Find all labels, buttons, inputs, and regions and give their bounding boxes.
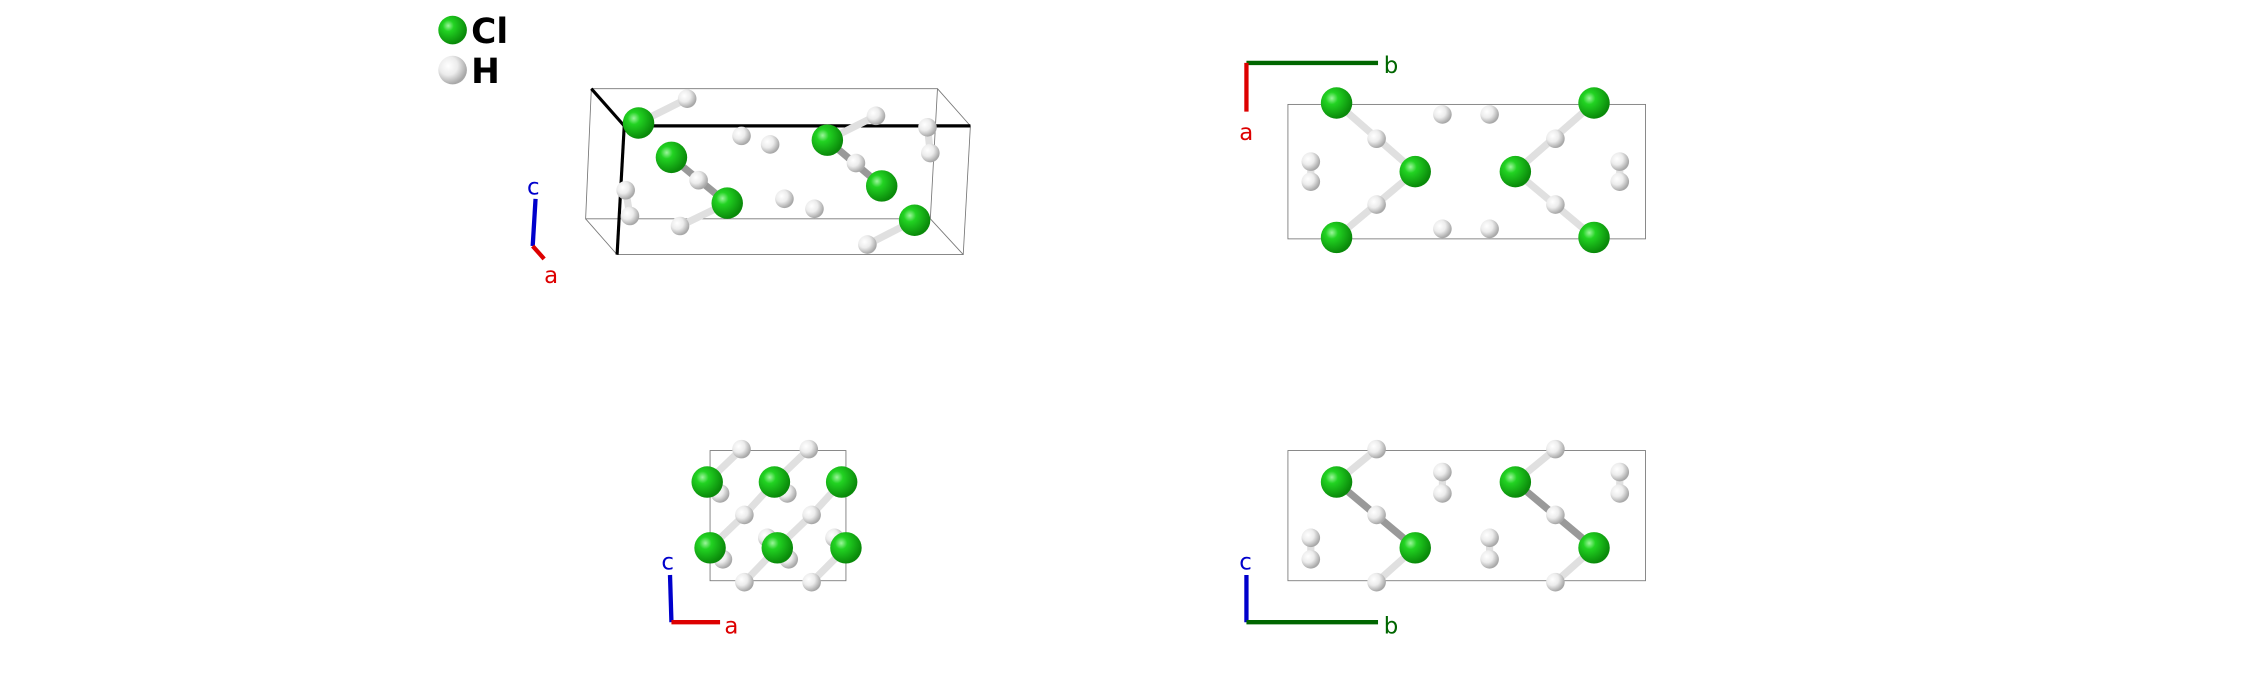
legend-h-label: H [471,52,500,92]
h-atoms [616,89,940,254]
axis-indicator: c b [1239,549,1398,639]
axis-label-c: c [1239,549,1252,575]
axis-label-a: a [1239,120,1253,146]
view-along-c: b a [1239,53,1646,254]
axis-indicator: c a [661,549,738,639]
axis-label-a: a [724,614,738,640]
h-legend-sphere-icon [438,55,467,85]
axis-label-c: c [661,549,674,575]
axis-indicator: b a [1239,53,1398,146]
axis-label-b: b [1384,614,1399,640]
view-along-b: c a [661,439,862,640]
cl-legend-sphere-icon [438,15,467,45]
axis-label-a: a [544,263,558,289]
view-along-a: c b [1239,439,1646,640]
legend: Cl H [438,12,508,92]
perspective-view: c a [527,87,971,290]
axis-label-b: b [1384,53,1399,79]
axis-indicator: c a [527,175,558,290]
legend-cl-label: Cl [471,12,508,52]
cl-atoms [622,107,931,237]
axis-label-c: c [527,175,540,201]
